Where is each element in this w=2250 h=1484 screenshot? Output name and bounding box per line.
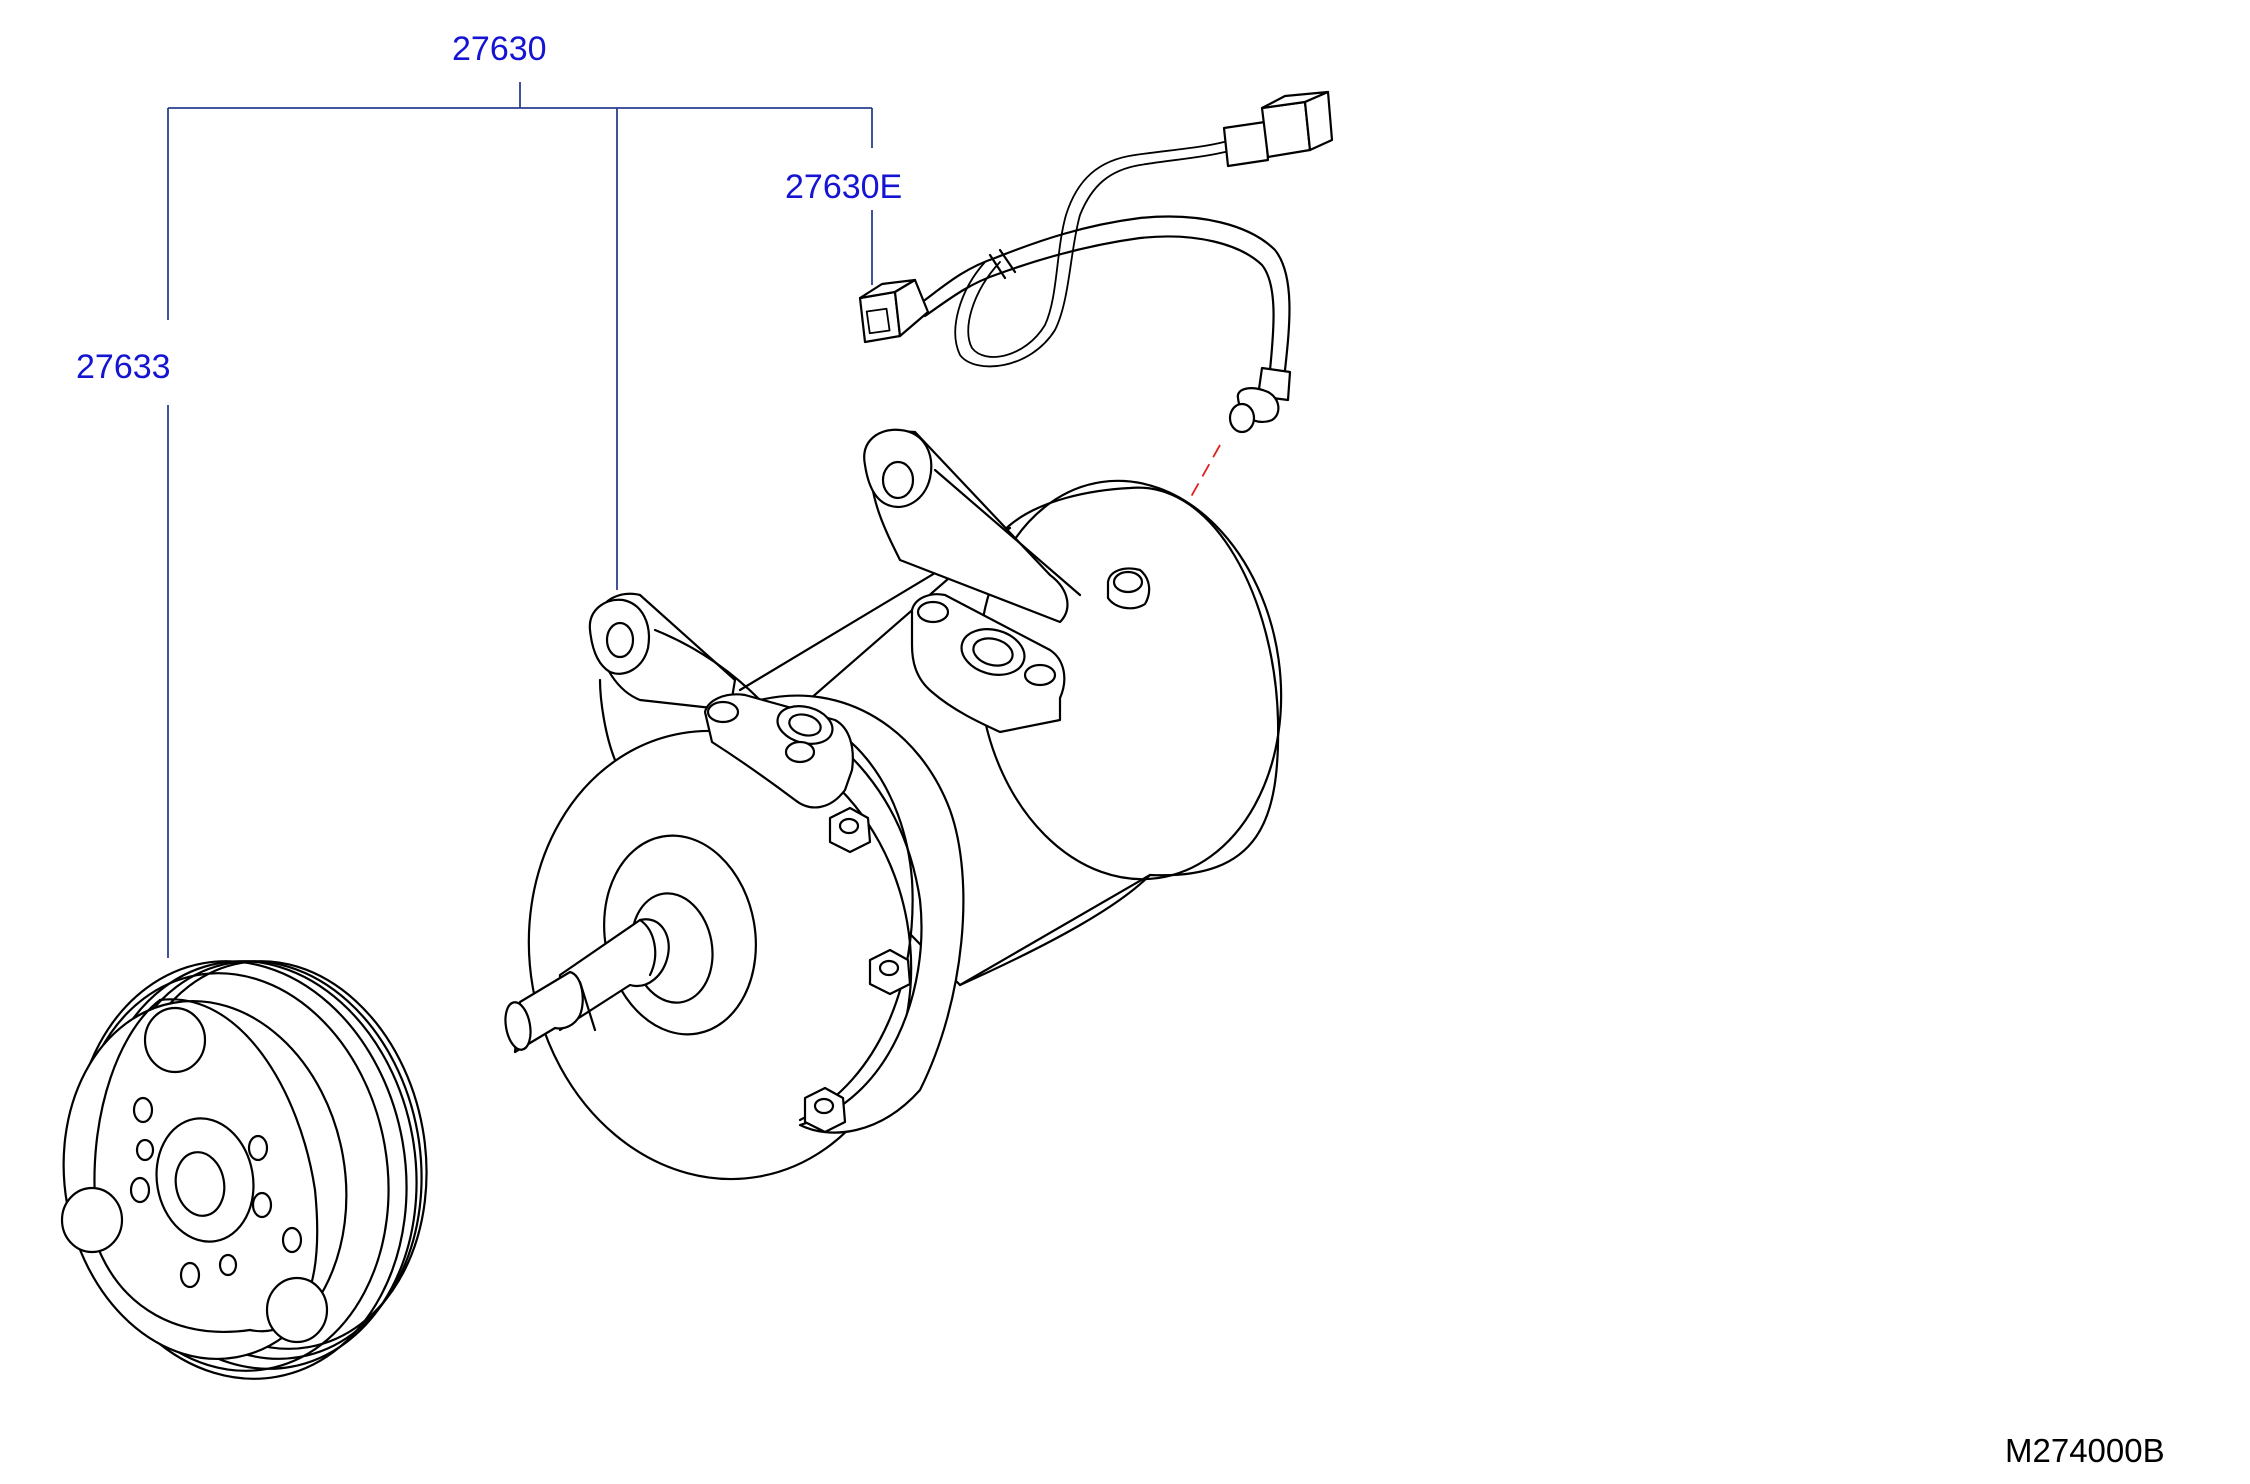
pulley-clutch-assembly (60, 960, 428, 1380)
reference-code: M274000B (2005, 1432, 2165, 1469)
leader-lines (167, 82, 873, 958)
label-27630E[interactable]: 27630E (785, 168, 902, 206)
label-27630[interactable]: 27630 (452, 30, 547, 68)
wiring-harness (858, 90, 1334, 434)
housing-bolts (803, 806, 912, 1134)
compressor-front-housing (504, 592, 965, 1181)
label-27633[interactable]: 27633 (76, 348, 171, 386)
